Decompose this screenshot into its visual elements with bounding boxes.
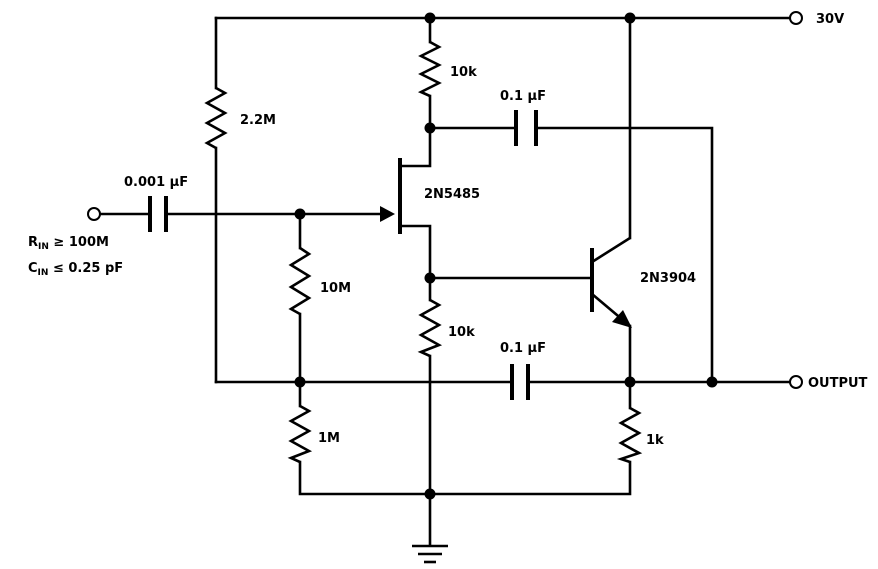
drain-cap-right-wire: [534, 126, 714, 384]
resistor-drain: [417, 40, 442, 98]
jfet-symbol: [380, 158, 402, 234]
junction-dot: [624, 12, 636, 24]
ground-icon: [412, 544, 448, 564]
junction-dot: [294, 208, 306, 220]
junction-dot: [294, 376, 306, 388]
resistors: [204, 40, 643, 464]
supply-label: 30V: [816, 12, 844, 27]
capacitors: [148, 110, 538, 400]
resistor-source: [417, 298, 443, 358]
resistor-gate: [288, 246, 312, 316]
bjt-collector-lead: [591, 236, 631, 264]
output-terminal[interactable]: [789, 375, 803, 389]
input-capacitance-spec: CIN ≤ 0.25 pF: [28, 261, 123, 278]
resistor-bias-top: [204, 86, 228, 150]
junctions: [294, 12, 718, 500]
resistor-gate-label: 10M: [320, 281, 351, 296]
capacitor-drain-bootstrap: [514, 110, 538, 146]
resistor-drain-label: 10k: [450, 65, 477, 80]
input-terminal[interactable]: [87, 207, 101, 221]
junction-dot: [424, 272, 436, 284]
capacitor-drain-bootstrap-label: 0.1 μF: [500, 89, 546, 104]
capacitor-bias-bootstrap: [510, 364, 530, 400]
junction-dot: [424, 122, 436, 134]
supply-terminal[interactable]: [789, 11, 803, 25]
bjt-emitter-arrow-icon: [612, 310, 632, 328]
resistor-source-label: 10k: [448, 325, 475, 340]
capacitor-input-label: 0.001 μF: [124, 175, 188, 190]
resistor-emitter: [616, 406, 643, 464]
input-resistance-spec: RIN ≥ 100M: [28, 235, 109, 252]
bjt-symbol: [590, 236, 632, 328]
junction-dot: [424, 12, 436, 24]
junction-dot: [706, 376, 718, 388]
capacitor-input: [148, 196, 168, 232]
source-wire: [398, 224, 432, 302]
wires: [98, 16, 792, 547]
jfet-label: 2N5485: [424, 187, 480, 202]
resistor-emitter-label: 1k: [646, 433, 664, 448]
drain-node-wire: [398, 94, 432, 168]
jfet-gate-arrow-icon: [380, 206, 395, 222]
junction-dot: [424, 488, 436, 500]
output-label: OUTPUT: [808, 376, 868, 391]
resistor-bias-bottom: [287, 404, 313, 464]
resistor-bias-bottom-label: 1M: [318, 431, 340, 446]
bjt-label: 2N3904: [640, 271, 696, 286]
capacitor-bias-bootstrap-label: 0.1 μF: [500, 341, 546, 356]
ground-rail-wire: [298, 460, 632, 496]
resistor-bias-top-label: 2.2M: [240, 113, 276, 128]
junction-dot: [624, 376, 636, 388]
